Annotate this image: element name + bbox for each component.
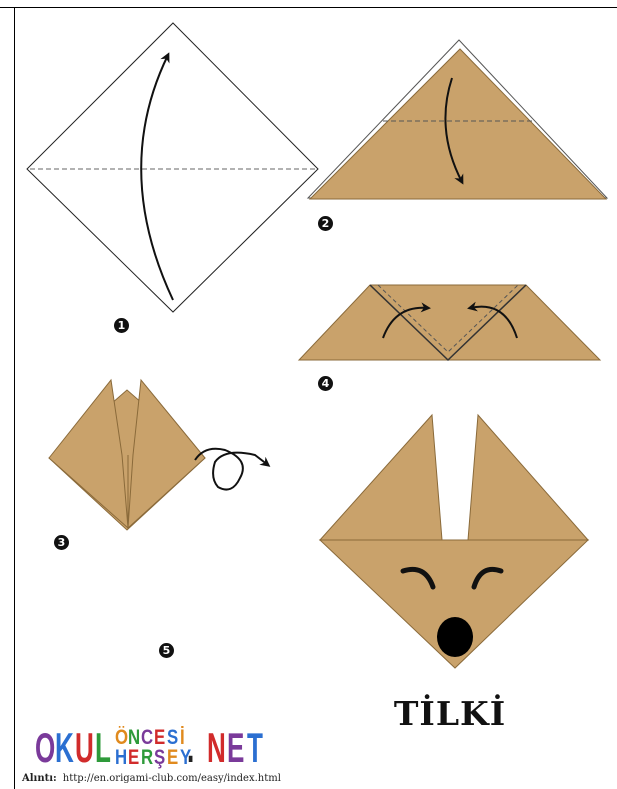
step-4-figure [299, 285, 600, 360]
step-4-trapezoid [299, 285, 600, 360]
source-link[interactable]: http://en.origami-club.com/easy/index.ht… [63, 773, 281, 784]
logo-letter: Ö [115, 728, 125, 748]
logo-letter: U [75, 727, 87, 769]
step-3-badge: 3 [54, 535, 69, 550]
logo-letter: H [115, 748, 125, 768]
step-2-triangle [310, 49, 606, 199]
step-1-badge: 1 [114, 318, 129, 333]
logo-letter: İ [180, 728, 185, 748]
logo-letter: L [95, 727, 107, 769]
logo-letter: S [167, 728, 177, 748]
logo-letter: Ş [154, 748, 164, 768]
logo-row-bottom: H E R Ş E Y [115, 748, 185, 768]
step-3-turn-over-arrow [195, 449, 268, 490]
logo-letter: C [141, 728, 151, 748]
step-5-badge: 5 [159, 643, 174, 658]
step-3-right-ear [128, 380, 205, 528]
site-logo[interactable]: O K U L Ö N C E S İ H E R Ş E Y . N E [35, 724, 267, 772]
logo-letter: E [154, 728, 164, 748]
logo-stacked-text: Ö N C E S İ H E R Ş E Y [115, 728, 185, 768]
logo-letter: R [141, 748, 151, 768]
step-2-figure [308, 40, 607, 199]
step-2-badge: 2 [318, 216, 333, 231]
source-label: Alıntı: [22, 773, 57, 784]
source-credit: Alıntı: http://en.origami-club.com/easy/i… [22, 773, 281, 784]
step-4-badge: 4 [318, 376, 333, 391]
step-1-square [27, 23, 318, 312]
fox-nose [437, 617, 473, 657]
logo-letter: K [55, 727, 67, 769]
logo-row-top: Ö N C E S İ [115, 728, 185, 748]
logo-letter: E [227, 727, 239, 769]
logo-letter: N [207, 727, 219, 769]
diagram-title: TİLKİ [380, 694, 520, 733]
logo-letter: N [128, 728, 138, 748]
logo-letter: E [128, 748, 138, 768]
step-5-figure [320, 415, 588, 668]
logo-letter: T [247, 727, 259, 769]
logo-letter: O [35, 727, 47, 769]
logo-letter: E [167, 748, 177, 768]
fox-left-ear [320, 415, 442, 540]
logo-dot: . [187, 727, 199, 769]
step-1-figure [27, 23, 318, 312]
fox-right-ear [468, 415, 588, 540]
step-3-figure [49, 380, 268, 530]
